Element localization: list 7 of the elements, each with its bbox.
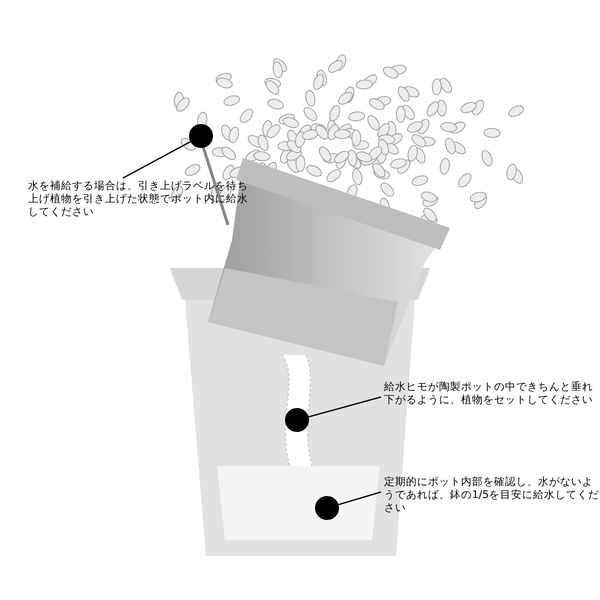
callout-dot — [189, 124, 213, 148]
callout-text: 定期的にポット内部を確認し、水がないようであれば、鉢の1/5を目安に給水してください — [384, 476, 599, 515]
leader-line — [338, 491, 382, 506]
leader-line — [122, 141, 191, 179]
callout-text: 給水ヒモが陶製ポットの中できちんと垂れ下がるように、植物をセットしてください — [384, 381, 599, 407]
callout-text: 水を補給する場合は、引き上げラベルを待ち上げ植物を引き上げた状態でポット内に給水してください — [28, 180, 248, 219]
leader-line — [308, 396, 382, 418]
